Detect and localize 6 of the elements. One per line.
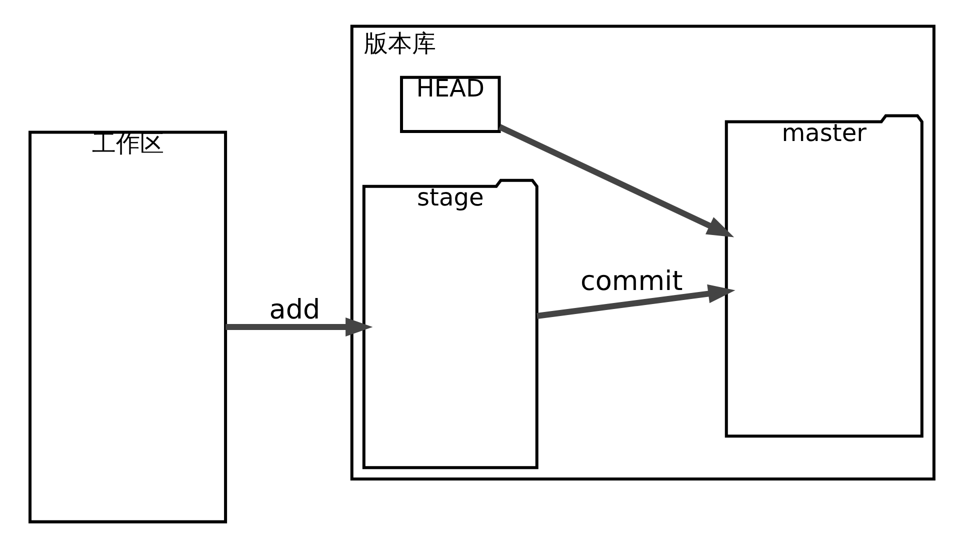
edge-label: add xyxy=(269,294,320,326)
arrow xyxy=(536,284,736,319)
edge-label: commit xyxy=(580,266,683,298)
arrow xyxy=(226,318,373,337)
arrow xyxy=(498,124,734,238)
node-box: HEAD xyxy=(400,76,501,133)
